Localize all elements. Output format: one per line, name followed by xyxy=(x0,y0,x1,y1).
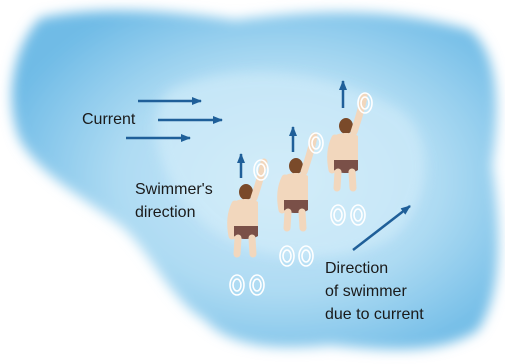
resultant-label-line2: of swimmer xyxy=(325,283,407,301)
resultant-label-line3: due to current xyxy=(325,306,424,324)
current-label: Current xyxy=(82,111,135,129)
resultant-label-line1: Direction xyxy=(325,260,388,278)
swimmers-direction-label-line1: Swimmer's xyxy=(135,181,213,199)
swimmers-direction-label-line2: direction xyxy=(135,204,195,222)
